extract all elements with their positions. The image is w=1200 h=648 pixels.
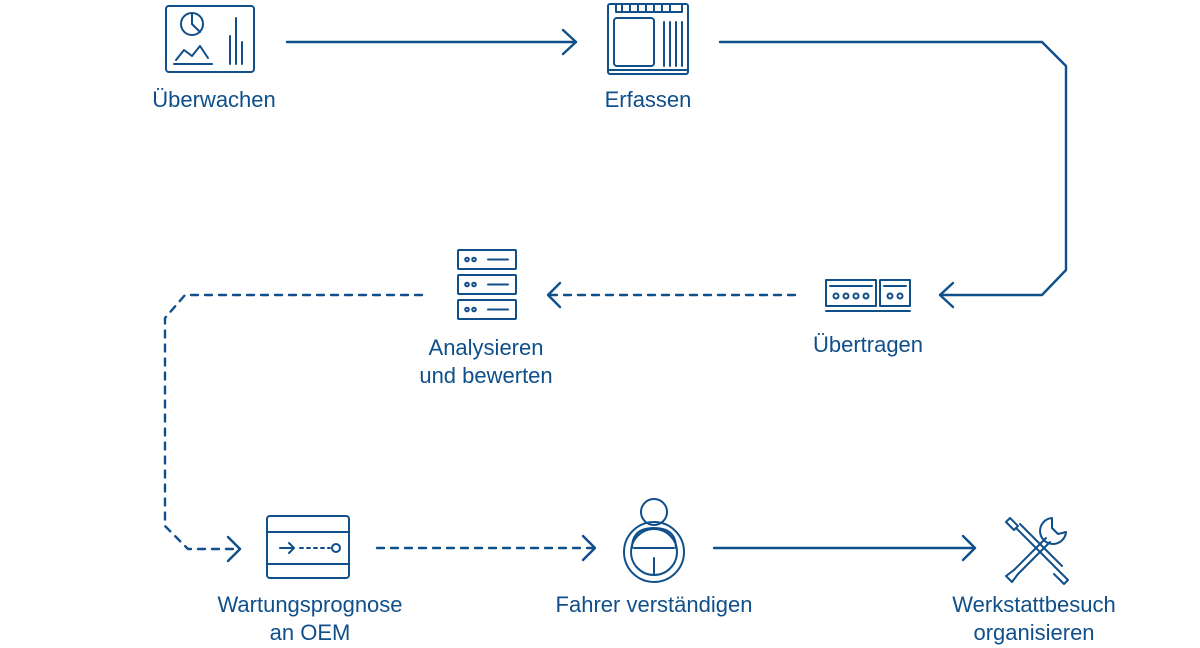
forecast-panel-icon (266, 515, 350, 579)
label-line: Überwachen (152, 87, 276, 112)
label-line: und bewerten (419, 363, 553, 388)
wrench-screwdriver-icon (1005, 517, 1069, 585)
step-label-analyze: Analysieren und bewerten (419, 334, 552, 390)
label-line: Werkstattbesuch (952, 592, 1116, 617)
label-line: Analysieren (428, 335, 544, 360)
step-label-notify: Fahrer verständigen (556, 591, 753, 619)
label-line: Übertragen (812, 332, 924, 357)
label-line: Erfassen (604, 87, 692, 112)
connector-analyze-forecast (163, 293, 424, 563)
server-rack-icon (457, 249, 517, 320)
transmitter-device-icon (825, 279, 911, 312)
label-line: an OEM (269, 620, 351, 645)
connector-transmit-analyze (546, 281, 797, 309)
connector-monitor-capture (285, 28, 578, 56)
label-line: Wartungsprognose (217, 592, 403, 617)
connector-capture-transmit (718, 40, 1068, 309)
sensor-module-icon (607, 3, 689, 75)
step-label-workshop: Werkstattbesuch organisieren (952, 591, 1115, 647)
label-line: organisieren (973, 620, 1095, 645)
driver-steering-wheel-icon (623, 498, 685, 583)
connector-forecast-notify (375, 534, 597, 562)
step-label-monitor: Überwachen (152, 86, 276, 114)
connector-notify-workshop (712, 534, 977, 562)
dashboard-monitor-icon (165, 5, 255, 73)
step-label-capture: Erfassen (605, 86, 692, 114)
step-label-transmit: Übertragen (813, 331, 923, 359)
label-line: Fahrer verständigen (555, 592, 753, 617)
step-label-forecast: Wartungsprognose an OEM (217, 591, 402, 647)
